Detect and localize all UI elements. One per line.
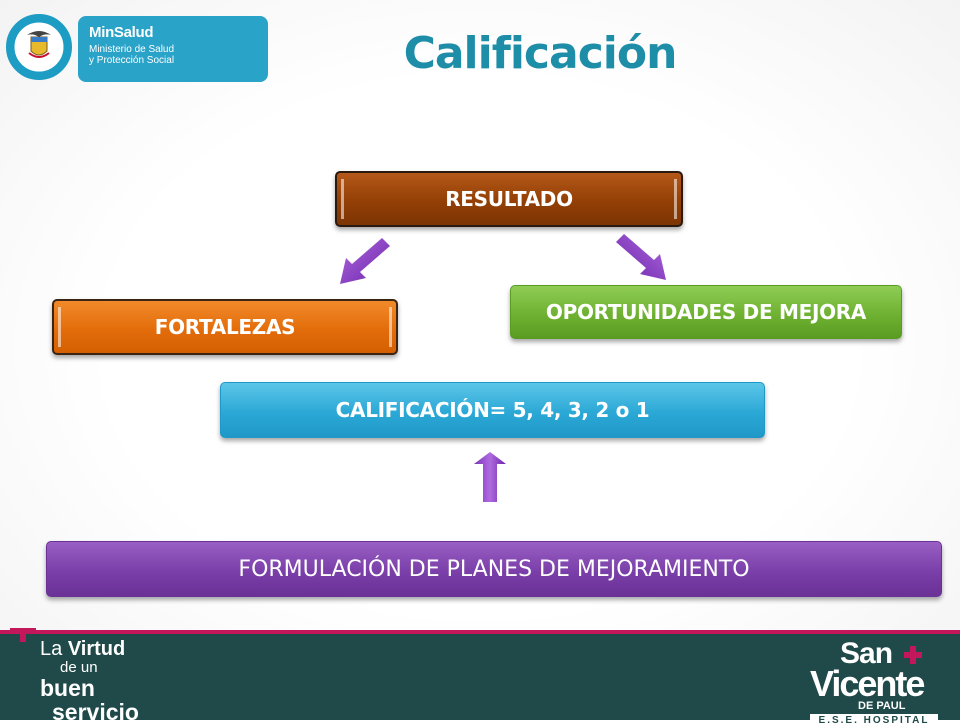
oportunidades-box: OPORTUNIDADES DE MEJORA [510, 285, 902, 339]
slogan-virtud: Virtud [67, 638, 126, 660]
calificacion-label: CALIFICACIÓN= 5, 4, 3, 2 o 1 [335, 398, 650, 422]
ministry-name: MinSalud [89, 24, 154, 41]
oportunidades-label: OPORTUNIDADES DE MEJORA [545, 300, 867, 324]
slogan-buen: buen [40, 675, 95, 701]
slogan-de-un: de un [60, 659, 98, 676]
slogan: La Virtud de un buen servicio [40, 638, 139, 724]
colombia-seal-icon [6, 14, 72, 80]
formulacion-box: FORMULACIÓN DE PLANES DE MEJORAMIENTO [46, 541, 942, 597]
hospital-vicente: Vicente [810, 663, 925, 704]
arrow-down-right-icon [616, 234, 666, 280]
resultado-label: RESULTADO [445, 187, 573, 211]
hospital-de-paul: DE PAUL [858, 700, 906, 712]
slogan-la: La [40, 638, 68, 660]
resultado-box: RESULTADO [335, 171, 683, 227]
ministry-line-2: y Protección Social [89, 55, 175, 66]
fortalezas-box: FORTALEZAS [52, 299, 398, 355]
page-title: Calificación [403, 28, 678, 79]
ministry-line-1: Ministerio de Salud [89, 44, 175, 55]
footer-bar [0, 630, 960, 720]
hospital-cross-icon [904, 646, 922, 664]
hospital-ese: E.S.E. HOSPITAL [810, 714, 938, 727]
fortalezas-label: FORTALEZAS [154, 315, 296, 339]
arrow-down-left-icon [340, 238, 390, 284]
hospital-san: San [840, 637, 893, 670]
arrow-up-icon [474, 452, 506, 502]
ministry-logo: MinSalud Ministerio de Salud y Protecció… [78, 16, 268, 82]
hospital-logo: San Vicente DE PAUL E.S.E. HOSPITAL [810, 637, 942, 727]
calificacion-box: CALIFICACIÓN= 5, 4, 3, 2 o 1 [220, 382, 765, 438]
cross-icon [10, 628, 36, 642]
slogan-servicio: servicio [52, 699, 139, 725]
formulacion-label: FORMULACIÓN DE PLANES DE MEJORAMIENTO [238, 556, 750, 582]
